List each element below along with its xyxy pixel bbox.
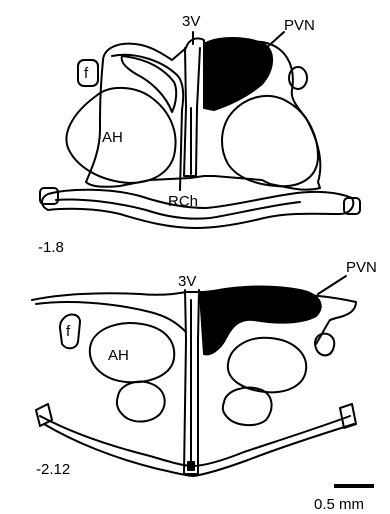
- scale-bar-line: [334, 484, 374, 488]
- lower-left-small-oval: [117, 382, 165, 422]
- optic-tract-left-tip: [36, 404, 52, 426]
- label-f-top: f: [84, 65, 89, 82]
- right-fornix-lower-outline: [315, 334, 334, 356]
- label-pvn-top: PVN: [284, 17, 315, 34]
- leader-pvn-bottom: [318, 276, 346, 294]
- label-ah-bottom: AH: [108, 347, 129, 364]
- label-rch-top: RCh: [168, 193, 198, 210]
- label-pvn-bottom: PVN: [346, 259, 377, 276]
- pvn-region-lower: [200, 287, 321, 355]
- level-label-bottom: -2.12: [36, 461, 70, 478]
- left-inner-lobe: [122, 56, 177, 112]
- label-3v-top: 3V: [182, 13, 200, 30]
- scale-bar-label: 0.5 mm: [314, 496, 364, 513]
- label-3v-bottom: 3V: [178, 273, 196, 290]
- section-panel-top: 3V PVN f AH RCh -1.8: [38, 13, 360, 256]
- scale-bar: 0.5 mm: [314, 484, 374, 513]
- level-label-top: -1.8: [38, 239, 64, 256]
- label-f-bottom: f: [66, 323, 71, 340]
- label-ah-top: AH: [102, 129, 123, 146]
- lower-right-small-oval: [223, 388, 272, 425]
- ah-right-outline: [222, 96, 318, 186]
- ah-lower-left-outline: [90, 323, 174, 382]
- ah-lower-right-outline: [228, 338, 306, 393]
- right-fornix-outline: [289, 67, 307, 89]
- leader-pvn-top: [264, 32, 284, 50]
- section-panel-bottom: 3V PVN f AH -2.12: [32, 259, 377, 478]
- section-outline-lower-inner: [36, 302, 186, 332]
- pvn-region: [204, 38, 272, 110]
